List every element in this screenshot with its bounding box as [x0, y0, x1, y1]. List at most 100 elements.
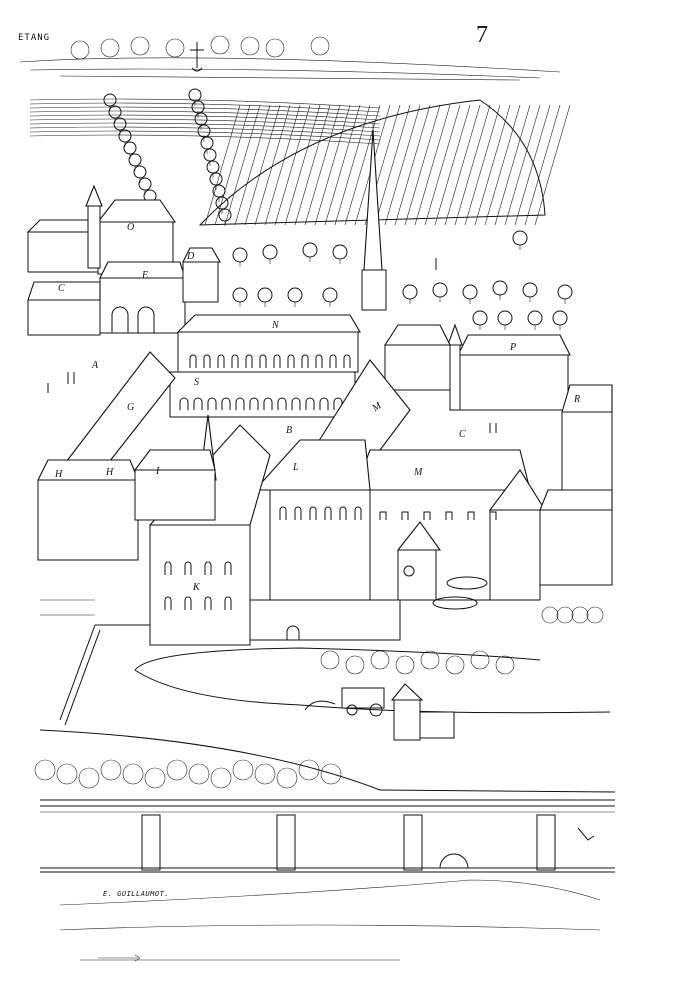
arch: [333, 397, 343, 410]
canal-bridge: [39, 729, 616, 962]
meadow-hatch: [29, 110, 381, 121]
letter-h-left: H: [54, 469, 63, 480]
tree: [240, 36, 260, 56]
tree: [552, 310, 568, 326]
field-hatch: [394, 104, 431, 226]
shrub: [556, 606, 574, 624]
field-hatch: [474, 104, 511, 226]
tree: [218, 208, 232, 222]
shrub: [122, 763, 144, 785]
letter-a: A: [91, 360, 99, 371]
window: [401, 511, 409, 520]
tree: [322, 287, 338, 303]
letter-s: S: [194, 377, 199, 388]
tree: [557, 284, 573, 300]
arch: [319, 397, 329, 410]
shrub: [395, 655, 415, 675]
letter-o: O: [127, 222, 134, 233]
church-spire: [361, 122, 387, 311]
window: [184, 596, 192, 610]
field-hatch: [534, 104, 571, 226]
shrub: [100, 759, 122, 781]
field-hatch: [344, 104, 381, 226]
tree: [210, 35, 230, 55]
tree: [232, 247, 248, 263]
letter-e: E: [141, 270, 148, 281]
tree: [209, 172, 223, 186]
field-hatch: [274, 104, 311, 226]
shrub: [320, 650, 340, 670]
tree: [257, 287, 273, 303]
letter-m: M: [413, 467, 423, 478]
tree: [103, 93, 117, 107]
window: [329, 354, 337, 368]
field-hatch: [304, 104, 341, 226]
meadow-hatch: [29, 118, 381, 129]
shrub: [495, 655, 515, 675]
tree: [262, 244, 278, 260]
field-hatch: [464, 104, 501, 226]
tree: [332, 244, 348, 260]
tree: [492, 280, 508, 296]
range-g: [37, 351, 176, 561]
field-hatch: [214, 104, 251, 226]
window: [423, 511, 431, 520]
window: [164, 561, 172, 575]
shrub: [345, 655, 365, 675]
shrub: [166, 759, 188, 781]
field-hatch: [414, 104, 451, 226]
window: [324, 506, 332, 520]
arch: [291, 397, 301, 410]
shrub: [320, 763, 342, 785]
letter-g: G: [127, 402, 134, 413]
letter-n: N: [271, 320, 280, 331]
tree: [203, 148, 217, 162]
tree: [522, 282, 538, 298]
window: [184, 561, 192, 575]
window: [204, 596, 212, 610]
tree: [302, 242, 318, 258]
tree: [512, 230, 528, 246]
shrub: [420, 650, 440, 670]
meadow-hatch: [29, 114, 381, 125]
etang-label: ETANG: [18, 33, 51, 43]
letter-r: R: [573, 394, 580, 405]
tree: [310, 36, 330, 56]
letter-k: K: [192, 582, 201, 593]
hedges: [34, 606, 604, 789]
tree: [206, 160, 220, 174]
tree: [113, 117, 127, 131]
shrub: [254, 763, 276, 785]
vineyard-field: [29, 98, 571, 226]
building-p: [383, 323, 571, 411]
arch: [249, 397, 259, 410]
window: [279, 506, 287, 520]
field-hatch: [504, 104, 541, 226]
field-hatch: [244, 104, 281, 226]
tree: [70, 40, 90, 60]
tree: [188, 88, 202, 102]
engraver-signature: E. GUILLAUMOT.: [103, 890, 170, 898]
field-hatch: [224, 104, 261, 226]
shrub: [144, 767, 166, 789]
shrub: [56, 763, 78, 785]
field-hatch: [294, 104, 331, 226]
shrub: [210, 767, 232, 789]
tree: [100, 38, 120, 58]
tree: [215, 196, 229, 210]
tree: [194, 112, 208, 126]
tree: [123, 141, 137, 155]
meadow-hatch: [29, 98, 381, 109]
window: [273, 354, 281, 368]
shrub: [34, 759, 56, 781]
tree: [138, 177, 152, 191]
arch: [305, 397, 315, 410]
field-hatch: [254, 104, 291, 226]
window: [217, 354, 225, 368]
meadow-hatch: [29, 122, 381, 133]
tree: [130, 36, 150, 56]
tree: [527, 310, 543, 326]
window: [489, 511, 497, 520]
field-hatch: [384, 104, 421, 226]
arch: [235, 397, 245, 410]
